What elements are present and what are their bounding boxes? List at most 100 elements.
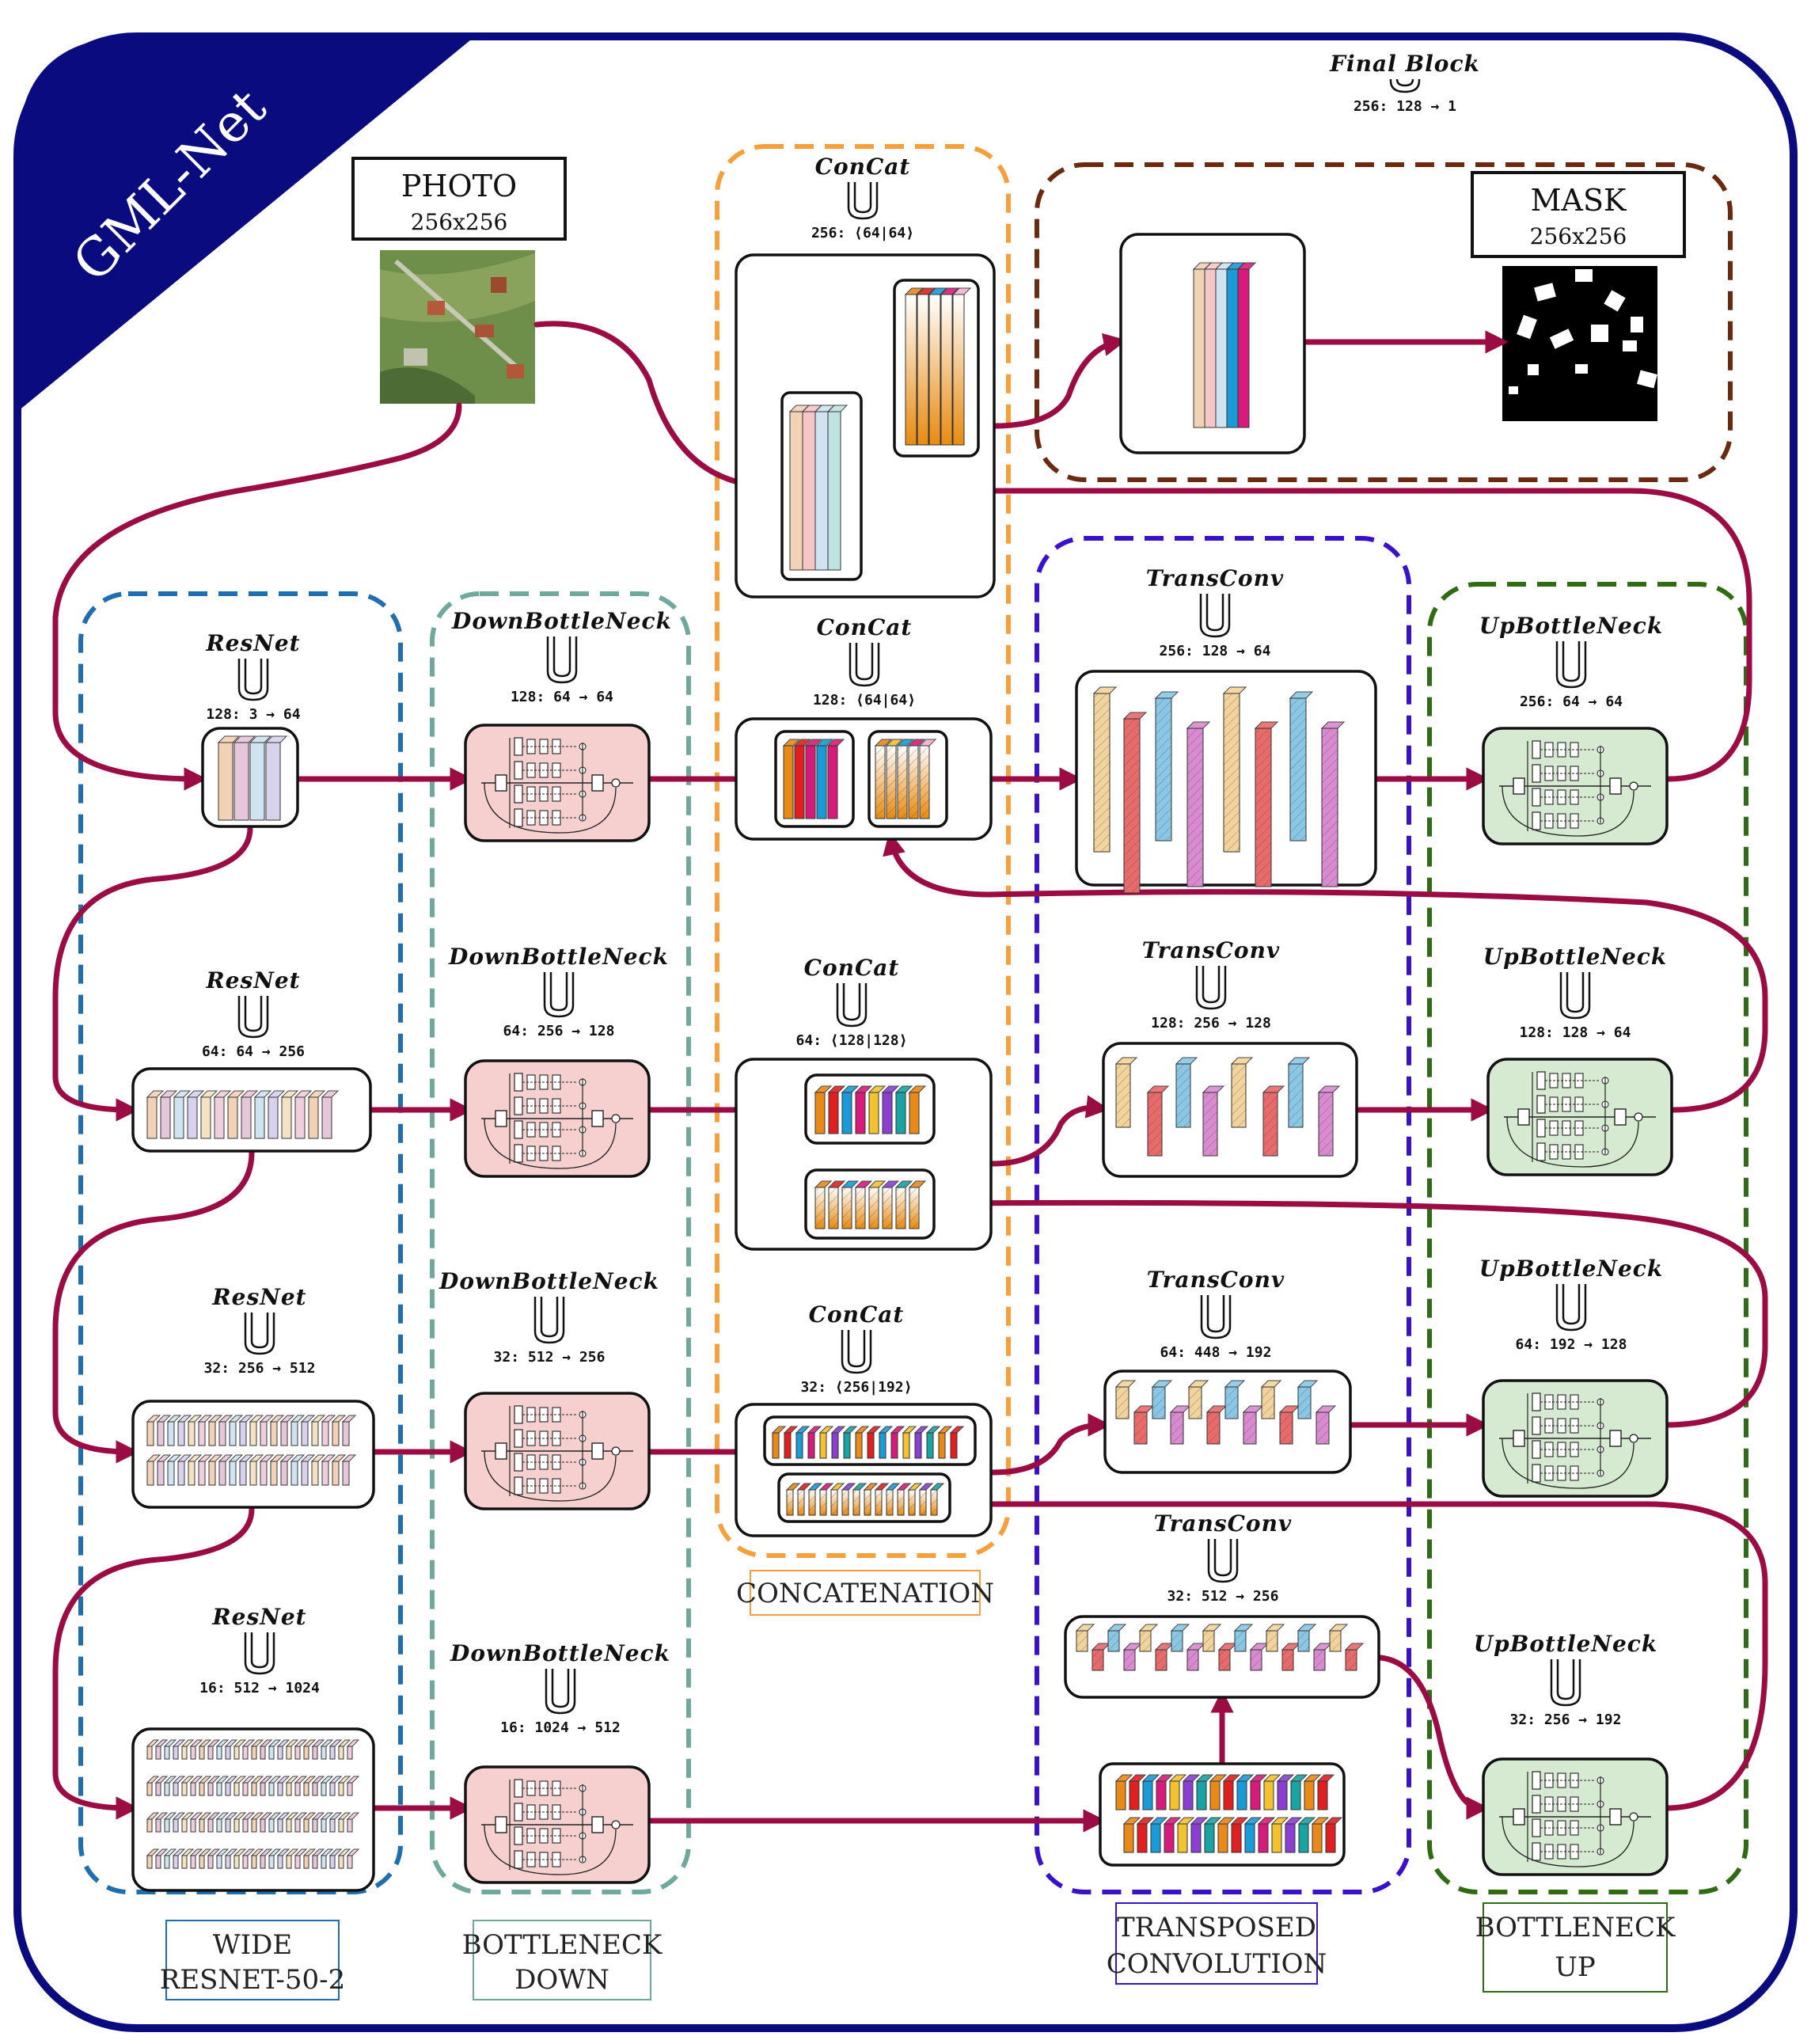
- layer-face: [199, 1855, 205, 1869]
- layer-face: [199, 1818, 205, 1833]
- layer-face: [146, 1818, 153, 1833]
- layer-face: [1312, 1823, 1323, 1853]
- layer-face: [181, 1855, 188, 1869]
- layer-hatch: [1289, 1064, 1303, 1127]
- layer-face: [816, 745, 827, 819]
- trans-4-bar-4: [1122, 1643, 1143, 1671]
- layer-face: [329, 1746, 336, 1760]
- layer-face: [321, 1461, 329, 1486]
- layer-hatch: [831, 1490, 837, 1515]
- layer-face: [249, 1461, 257, 1486]
- down-3-block-circuit: [481, 1405, 633, 1502]
- layer-face: [270, 1421, 278, 1446]
- layer-face: [828, 1092, 839, 1134]
- layer-hatch: [1116, 1387, 1129, 1419]
- resnet-2-layers: [146, 1090, 340, 1139]
- block-dims: 32: 256 → 192: [1510, 1712, 1622, 1728]
- layer-face: [241, 1096, 252, 1139]
- layer-hatch: [1207, 1412, 1220, 1444]
- layer-face: [294, 1096, 306, 1139]
- union-symbol-icon: [849, 643, 880, 687]
- layer-face: [173, 1782, 179, 1796]
- trans-4-bar-15: [1297, 1624, 1317, 1652]
- layer-face: [1236, 1780, 1247, 1810]
- layer-hatch: [920, 746, 929, 819]
- layer-hatch: [1219, 1650, 1230, 1670]
- layer-hatch: [1134, 1412, 1147, 1444]
- layer-face: [329, 1818, 336, 1833]
- layer-hatch: [931, 1490, 937, 1515]
- layer-face: [242, 1855, 249, 1869]
- layer-face: [164, 1818, 170, 1833]
- layer-face: [146, 1746, 153, 1760]
- resnet-4-layers-2: [146, 1776, 360, 1796]
- layer-face: [338, 1855, 344, 1869]
- layer-hatch: [1346, 1650, 1357, 1670]
- trans-1-bar-3: [1154, 691, 1179, 842]
- layer-face: [895, 1092, 906, 1134]
- layer-face: [338, 1818, 344, 1833]
- arrow-concattop-to-final: [991, 332, 1127, 429]
- trans-1-bar-6: [1254, 721, 1279, 887]
- trans-3-block: [1103, 1370, 1352, 1474]
- layer-hatch: [1116, 1064, 1130, 1127]
- layer-face: [188, 1421, 196, 1446]
- union-symbol-icon: [546, 636, 578, 684]
- svg-text:MASK: MASK: [1531, 183, 1627, 218]
- layer-face: [783, 745, 794, 819]
- layer-face: [1169, 1780, 1180, 1810]
- trans-2-bar-5: [1230, 1057, 1254, 1128]
- layer-face: [807, 1432, 815, 1459]
- block-title: TransConv: [1147, 1267, 1285, 1293]
- union-symbol-icon: [533, 1297, 565, 1344]
- layer-face: [229, 1421, 237, 1446]
- layer-face: [1164, 1823, 1175, 1853]
- layer-face: [347, 1782, 353, 1796]
- trans-4-bar-12: [1249, 1643, 1270, 1671]
- layer-face: [280, 1421, 288, 1446]
- layer-face: [239, 1461, 247, 1486]
- legend-transconv: TRANSPOSED CONVOLUTION: [1107, 1902, 1327, 1985]
- trans-1-bar-2: [1122, 712, 1148, 894]
- layer-face: [265, 742, 281, 821]
- layer-face: [917, 294, 929, 446]
- resnet-3-layers-b: [146, 1454, 357, 1486]
- layer-face: [1190, 1823, 1202, 1853]
- layer-face: [311, 1461, 319, 1486]
- block-title: ResNet: [211, 1284, 306, 1310]
- layer-face: [909, 1092, 920, 1134]
- layer-face: [1223, 1780, 1234, 1810]
- layer-face: [1196, 1780, 1207, 1810]
- layer-face: [181, 1818, 188, 1833]
- layer-face: [207, 1746, 214, 1760]
- layer-hatch: [887, 1490, 893, 1515]
- block-title: ConCat: [809, 1301, 905, 1328]
- trans-1-bar-7: [1289, 691, 1314, 842]
- layer-hatch: [1148, 1092, 1162, 1156]
- concat-2-top-layers: [814, 1085, 927, 1134]
- layer-face: [155, 1782, 161, 1796]
- layer-hatch: [1092, 1650, 1103, 1670]
- union-symbol-icon: [1200, 1295, 1232, 1339]
- union-symbol-icon: [1199, 594, 1231, 638]
- block-title: DownBottleNeck: [451, 608, 672, 634]
- layer-face: [347, 1818, 353, 1833]
- layer-hatch: [1314, 1650, 1325, 1670]
- union-symbol-icon: [545, 1669, 576, 1715]
- layer-face: [181, 1746, 188, 1760]
- block-dims: 64: ⟨128|128⟩: [796, 1032, 908, 1049]
- layer-hatch: [1156, 1650, 1167, 1670]
- block-dims: 256: 128 → 64: [1160, 643, 1271, 659]
- up-4-block-circuit: [1499, 1771, 1651, 1867]
- trans-3-bar-10: [1278, 1405, 1300, 1445]
